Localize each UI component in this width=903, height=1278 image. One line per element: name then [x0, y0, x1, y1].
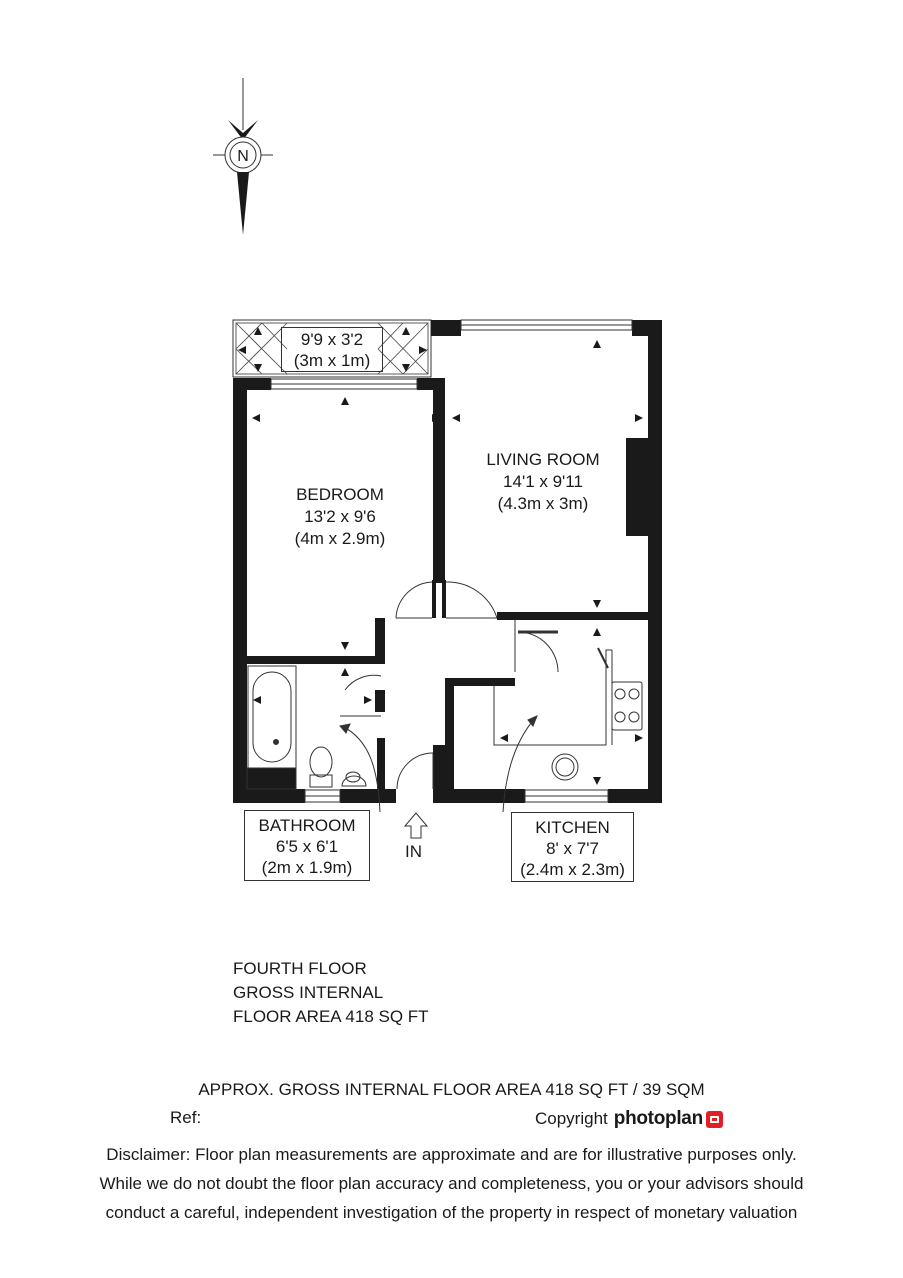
balcony-dimensions-metric: (3m x 1m) — [293, 351, 371, 370]
kitchen-dimensions-imperial: 8' x 7'7 — [546, 839, 599, 858]
entrance-arrow-icon — [403, 812, 429, 839]
bathroom-fixtures — [246, 665, 367, 790]
brand-name: photoplan — [613, 1108, 703, 1129]
living-room-name: LIVING ROOM — [486, 450, 600, 469]
floor-info-line1: FOURTH FLOOR — [233, 959, 367, 978]
living-room-dimensions-imperial: 14'1 x 9'11 — [503, 472, 583, 491]
walls — [233, 320, 662, 803]
kitchen-label: KITCHEN 8' x 7'7 (2.4m x 2.3m) — [511, 812, 634, 882]
ref-label: Ref: — [170, 1108, 202, 1127]
kitchen-fixtures — [493, 647, 643, 781]
disclaimer-line2: While we do not doubt the floor plan acc… — [99, 1174, 804, 1193]
windows — [270, 319, 633, 803]
balcony — [232, 319, 432, 378]
balcony-dimensions-imperial: 9'9 x 3'2 — [300, 330, 364, 349]
copyright-label: Copyright — [535, 1109, 608, 1128]
bathroom-dimensions-metric: (2m x 1.9m) — [261, 858, 353, 877]
bathroom-name: BATHROOM — [258, 816, 356, 835]
bedroom-label: BEDROOM 13'2 x 9'6 (4m x 2.9m) — [260, 484, 420, 550]
disclaimer: Disclaimer: Floor plan measurements are … — [40, 1140, 863, 1227]
bedroom-dimensions-metric: (4m x 2.9m) — [294, 529, 386, 548]
living-room-label: LIVING ROOM 14'1 x 9'11 (4.3m x 3m) — [463, 449, 623, 515]
north-arrow-icon: N — [213, 78, 273, 235]
bathroom-label: BATHROOM 6'5 x 6'1 (2m x 1.9m) — [244, 810, 370, 881]
bathroom-dimensions-imperial: 6'5 x 6'1 — [275, 837, 339, 856]
living-room-dimensions-metric: (4.3m x 3m) — [497, 494, 589, 513]
balcony-label: 9'9 x 3'2 (3m x 1m) — [281, 327, 383, 371]
area-summary: APPROX. GROSS INTERNAL FLOOR AREA 418 SQ… — [198, 1080, 705, 1099]
leader-lines — [339, 715, 538, 813]
floor-info-line3: FLOOR AREA 418 SQ FT — [233, 1007, 429, 1026]
entrance-label: IN — [405, 842, 422, 861]
kitchen-name: KITCHEN — [535, 818, 610, 837]
kitchen-dimensions-metric: (2.4m x 2.3m) — [520, 860, 625, 879]
copyright: Copyright photoplan — [535, 1108, 723, 1130]
bedroom-dimensions-imperial: 13'2 x 9'6 — [304, 507, 376, 526]
disclaimer-line3: conduct a careful, independent investiga… — [105, 1203, 798, 1222]
doors — [340, 581, 559, 790]
bedroom-name: BEDROOM — [296, 485, 384, 504]
measurement-markers — [238, 327, 643, 785]
compass-letter: N — [237, 148, 249, 165]
disclaimer-line1: Disclaimer: Floor plan measurements are … — [106, 1145, 797, 1164]
floor-info: FOURTH FLOOR GROSS INTERNAL FLOOR AREA 4… — [233, 957, 429, 1029]
floor-info-line2: GROSS INTERNAL — [233, 983, 384, 1002]
photoplan-logo-icon — [705, 1110, 723, 1128]
